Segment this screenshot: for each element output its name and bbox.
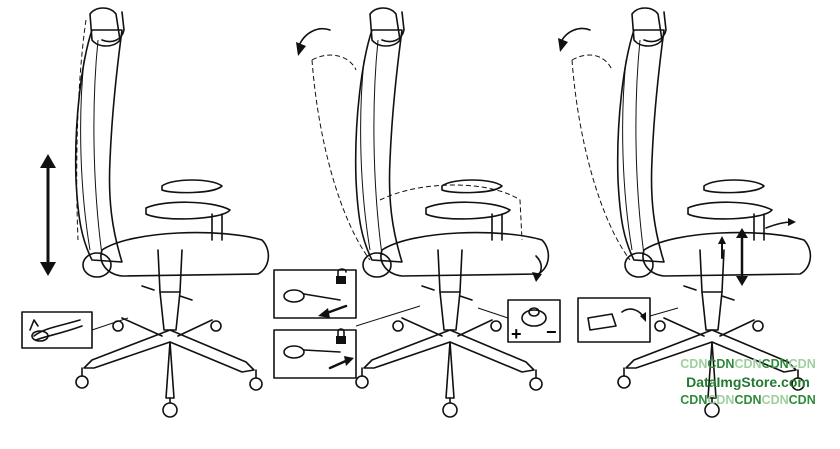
armrest-up-down-arrow-icon [718, 228, 748, 286]
watermark: CDNCDNCDNCDNCDN DataImgStore.com CDNCDNC… [668, 355, 828, 409]
minus-icon: − [546, 322, 557, 342]
tension-knob-inset: + − [477, 299, 561, 344]
panel-height-adjustment [21, 7, 270, 418]
watermark-line-1: CDNCDNCDNCDNCDN [680, 357, 816, 371]
tilt-lock-inset [273, 268, 421, 379]
watermark-line-3: CDNCDNCDNCDNCDN [680, 393, 816, 407]
panel-backrest-recline: + − [273, 7, 561, 418]
recline-ghost-outline [311, 54, 371, 261]
unlock-icon [336, 268, 347, 284]
recline-ghost-outline [571, 54, 631, 261]
plus-icon: + [511, 324, 522, 344]
watermark-line-2: DataImgStore.com [686, 374, 810, 390]
recline-lever-inset [577, 297, 679, 343]
lock-icon [336, 328, 346, 344]
up-down-arrow-icon [40, 154, 56, 276]
height-ghost-outline [76, 19, 87, 241]
gas-lever-inset [21, 311, 129, 349]
panel-armrest-and-recline [558, 7, 812, 418]
